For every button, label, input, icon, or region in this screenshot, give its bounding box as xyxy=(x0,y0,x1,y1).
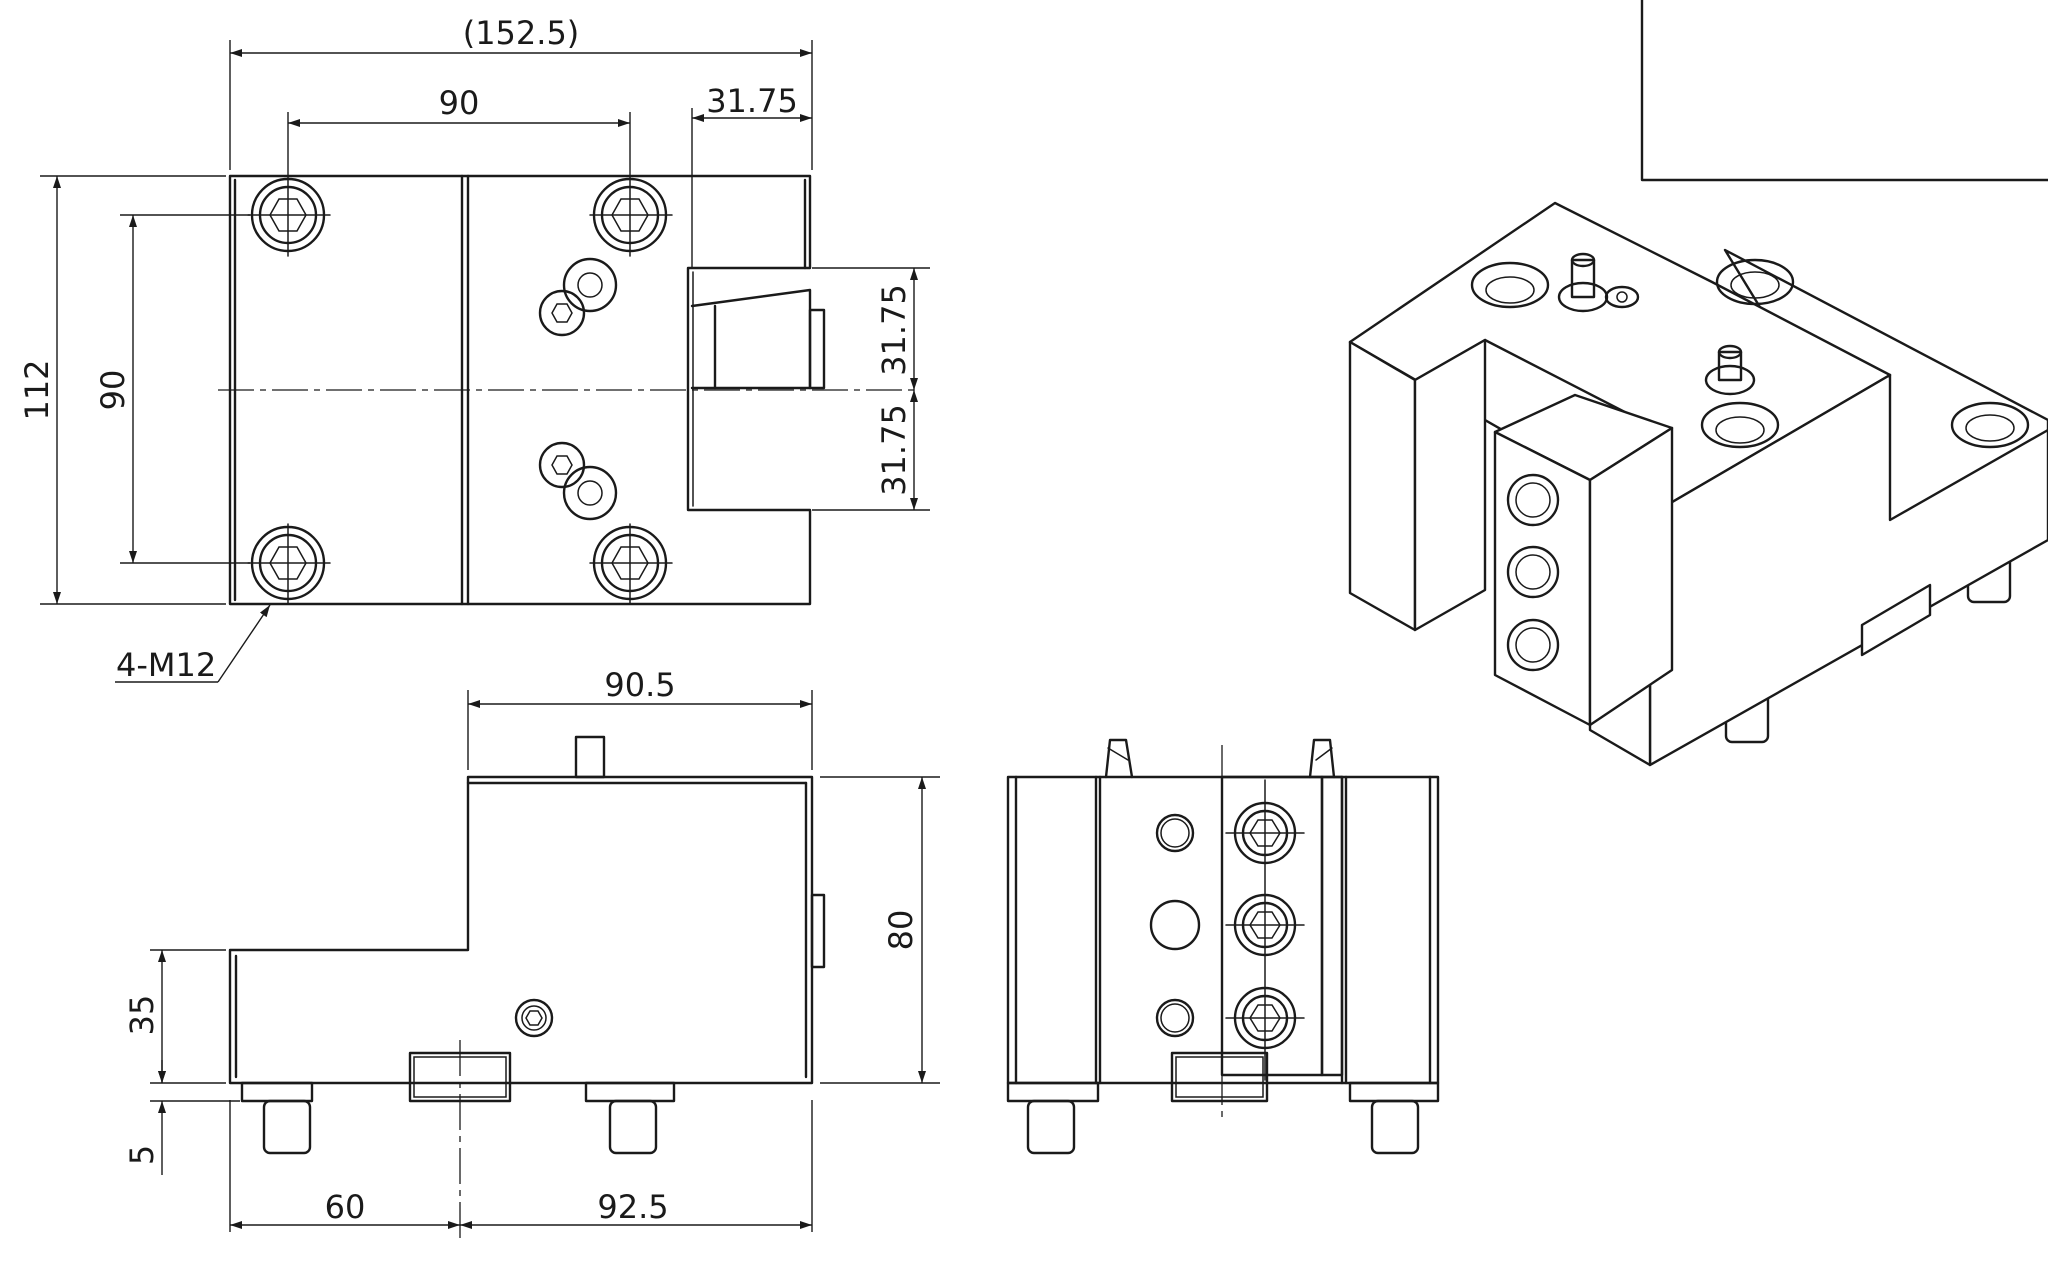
bolt-bottom-left xyxy=(247,523,331,605)
dim-overall-width: (152.5) xyxy=(463,14,580,52)
bolt-bottom-right xyxy=(589,523,673,605)
bolt-top-right xyxy=(589,175,673,257)
title-block-frame xyxy=(1640,0,2048,182)
dim-right-offset: 92.5 xyxy=(597,1188,668,1226)
dim-step-height: 35 xyxy=(123,995,161,1036)
bolt-top-left xyxy=(247,175,331,257)
dim-slot-upper: 31.75 xyxy=(875,284,913,376)
dim-bolt-spacing-x: 90 xyxy=(439,84,480,122)
isometric-view xyxy=(1348,201,2048,767)
bolt-callout: 4-M12 xyxy=(116,646,216,684)
dim-left-offset: 60 xyxy=(325,1188,366,1226)
dim-slot-offset: 31.75 xyxy=(706,82,798,120)
side-view xyxy=(1006,738,1440,1155)
set-screws xyxy=(538,257,618,521)
dim-height-80: 80 xyxy=(882,910,920,951)
dim-base-gap: 5 xyxy=(123,1145,161,1165)
dim-top-width: 90.5 xyxy=(604,666,675,704)
dim-bolt-spacing-y: 90 xyxy=(94,370,132,411)
top-view: (152.5) 90 31.75 112 90 31.75 31.75 4-M1… xyxy=(18,14,930,684)
front-view: 90.5 80 35 5 60 92.5 xyxy=(123,666,940,1240)
dim-slot-lower: 31.75 xyxy=(875,404,913,496)
side-screws xyxy=(1225,779,1305,1081)
dim-height: 112 xyxy=(18,359,56,420)
